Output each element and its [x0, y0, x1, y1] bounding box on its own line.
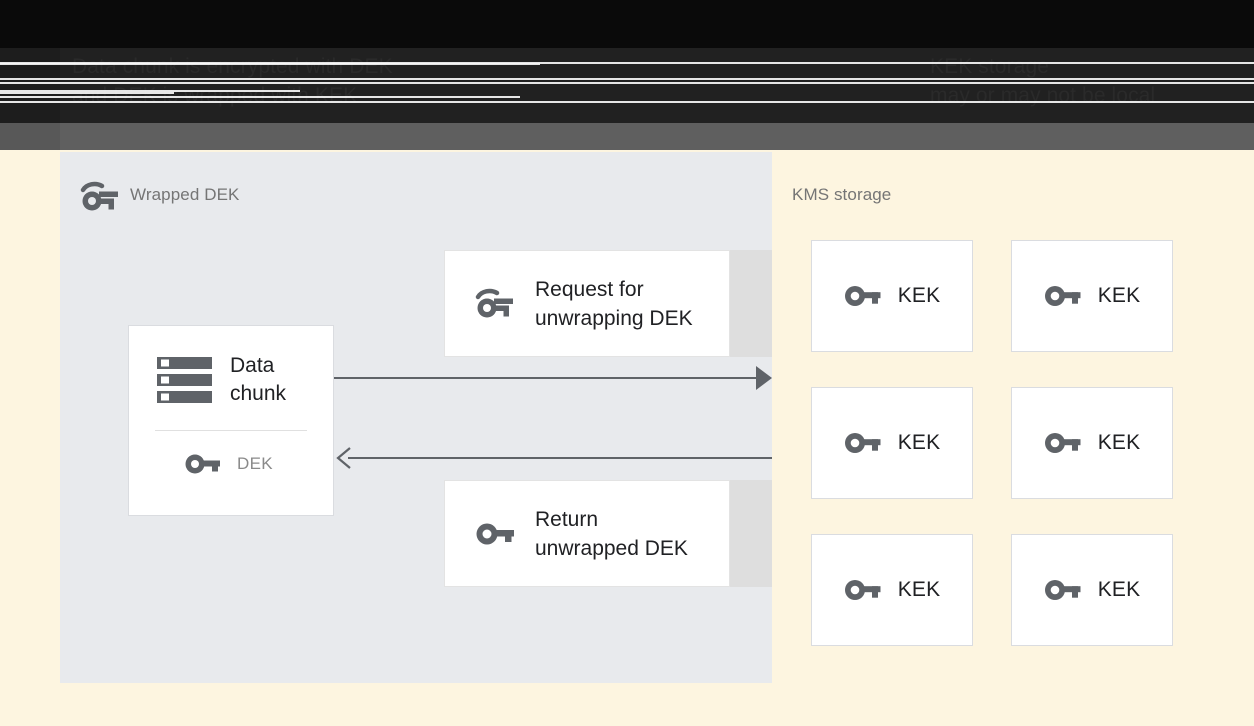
kek-card[interactable]: KEK: [1011, 534, 1173, 646]
data-chunk-dek-label: DEK: [237, 454, 273, 473]
wrapped-key-icon: [475, 287, 515, 321]
right-panel-label: KMS storage: [792, 185, 892, 204]
data-chunk-card[interactable]: Data chunk DEK: [128, 325, 334, 516]
key-icon: [1044, 578, 1082, 602]
request-card-surface: Request for unwrapping DEK: [444, 250, 730, 357]
kek-card-label: KEK: [897, 284, 941, 307]
scanline-artifact: [0, 62, 1254, 64]
request-arrow-head-icon: [756, 366, 772, 390]
storage-rows-icon: [157, 356, 212, 404]
data-chunk-divider: [155, 430, 307, 431]
data-chunk-title: Data chunk: [230, 354, 287, 405]
scanline-artifact: [0, 90, 300, 92]
scanline-artifact: [0, 101, 1254, 103]
kek-card[interactable]: KEK: [1011, 240, 1173, 352]
kek-card[interactable]: KEK: [811, 240, 973, 352]
header-secondary-band: [60, 123, 1254, 150]
kek-card[interactable]: KEK: [1011, 387, 1173, 499]
data-chunk-dek-row: DEK: [129, 431, 333, 475]
key-icon: [185, 453, 221, 475]
key-icon: [1044, 431, 1082, 455]
kek-card-grid: KEK KEK KEK: [811, 240, 1173, 646]
left-panel-label: Wrapped DEK: [130, 185, 240, 204]
return-card-surface: Return unwrapped DEK: [444, 480, 730, 587]
kek-card-label: KEK: [1097, 284, 1141, 307]
key-icon: [844, 284, 882, 308]
return-arrow-line: [348, 457, 772, 459]
header-text-band-left-margin: [0, 48, 60, 123]
request-message-card[interactable]: Request for unwrapping DEK: [444, 250, 772, 357]
kek-card[interactable]: KEK: [811, 387, 973, 499]
return-card-text: Return unwrapped DEK: [535, 507, 688, 560]
scanline-artifact: [0, 82, 1254, 84]
header-text-band: [0, 48, 1254, 123]
return-arrow-head-icon: [336, 447, 351, 469]
key-icon: [1044, 284, 1082, 308]
request-arrow-line: [334, 377, 766, 379]
scanline-artifact: [0, 96, 520, 98]
key-icon: [475, 520, 515, 548]
kek-card-label: KEK: [1097, 578, 1141, 601]
wrapped-key-icon: [80, 180, 120, 214]
scanline-artifact: [0, 92, 174, 94]
kek-card-label: KEK: [897, 578, 941, 601]
header-secondary-band-left: [0, 123, 60, 150]
return-message-card[interactable]: Return unwrapped DEK: [444, 480, 772, 587]
kek-card-label: KEK: [897, 431, 941, 454]
kek-card[interactable]: KEK: [811, 534, 973, 646]
kek-card-label: KEK: [1097, 431, 1141, 454]
scanline-artifact: [0, 63, 540, 65]
key-icon: [844, 578, 882, 602]
request-card-text: Request for unwrapping DEK: [535, 277, 693, 330]
key-icon: [844, 431, 882, 455]
scanline-artifact: [0, 78, 1254, 80]
data-chunk-header: Data chunk: [129, 326, 333, 408]
